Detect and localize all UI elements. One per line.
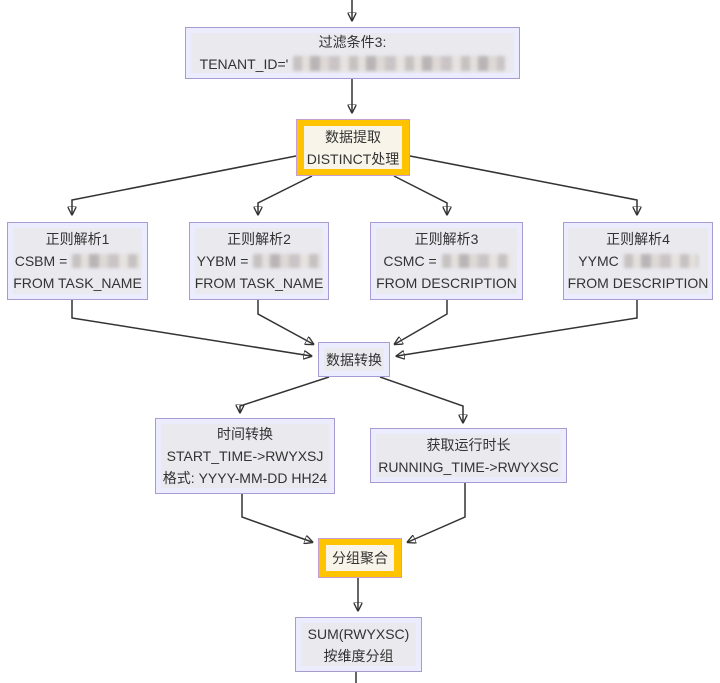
filter3-title: 过滤条件3: <box>318 34 387 50</box>
node-label: 正则解析3 CSMC = FROM DESCRIPTION <box>376 228 517 294</box>
edge-regex4-to-transform <box>397 300 638 356</box>
regex4-source: FROM DESCRIPTION <box>567 275 709 291</box>
edge-transform-to-duration <box>379 376 463 422</box>
node-get-running-duration: 获取运行时长 RUNNING_TIME->RWYXSC <box>370 428 567 483</box>
edge-regex2-to-transform <box>257 300 313 344</box>
duration-mapping: RUNNING_TIME->RWYXSC <box>378 458 559 475</box>
redacted-regex2-value <box>253 254 322 268</box>
redacted-regex4-value <box>623 254 698 268</box>
node-regex-parse-4: 正则解析4 YYMC FROM DESCRIPTION <box>563 222 713 300</box>
regex2-expr-prefix: YYBM = <box>196 253 249 269</box>
edge-duration-to-groupagg <box>408 483 466 542</box>
extract-title: 数据提取 <box>325 128 381 145</box>
redacted-regex3-value <box>441 254 510 268</box>
node-regex-parse-1: 正则解析1 CSBM = FROM TASK_NAME <box>7 222 148 300</box>
node-label: 正则解析2 YYBM = FROM TASK_NAME <box>194 228 324 294</box>
node-sum-by-dimension: SUM(RWYXSC) 按维度分组 <box>295 617 422 672</box>
regex2-expr: YYBM = <box>195 250 324 272</box>
edge-regex1-to-transform <box>71 300 311 356</box>
regex3-expr: CSMC = <box>376 250 517 272</box>
node-label: 正则解析4 YYMC FROM DESCRIPTION <box>567 228 709 294</box>
node-label: 正则解析1 CSBM = FROM TASK_NAME <box>13 228 142 294</box>
regex1-title: 正则解析1 <box>45 231 110 247</box>
node-label: 过滤条件3: TENANT_ID=' <box>191 33 514 73</box>
filter3-code-prefix: TENANT_ID=' <box>199 56 289 72</box>
regex2-source: FROM TASK_NAME <box>194 275 324 291</box>
regex3-expr-prefix: CSMC = <box>383 253 437 269</box>
regex2-title: 正则解析2 <box>227 231 291 247</box>
node-label: 时间转换 START_TIME->RWYXSJ 格式: YYYY-MM-DD H… <box>161 424 329 488</box>
filter3-code: TENANT_ID=' <box>191 53 514 75</box>
edge-extract-to-regex1 <box>72 155 297 214</box>
node-data-transform: 数据转换 <box>318 342 390 377</box>
sum-title: SUM(RWYXSC) <box>307 625 410 642</box>
redacted-tenant-id-value <box>293 56 506 71</box>
node-label: 数据提取 DISTINCT处理 <box>304 126 402 169</box>
node-label: 数据转换 <box>324 348 384 371</box>
regex1-source: FROM TASK_NAME <box>13 275 142 291</box>
node-label: 分组聚合 <box>326 545 394 571</box>
node-label: SUM(RWYXSC) 按维度分组 <box>301 623 416 666</box>
timeconv-mapping: START_TIME->RWYXSJ <box>166 448 324 464</box>
groupagg-title: 分组聚合 <box>332 550 388 566</box>
node-regex-parse-3: 正则解析3 CSMC = FROM DESCRIPTION <box>370 222 523 300</box>
edge-extract-to-regex3 <box>393 175 447 214</box>
sum-subtitle: 按维度分组 <box>323 647 394 664</box>
regex1-expr-prefix: CSBM = <box>14 253 68 269</box>
regex4-title: 正则解析4 <box>606 231 670 247</box>
regex1-expr: CSBM = <box>13 250 142 272</box>
edge-extract-to-regex4 <box>409 155 637 214</box>
regex3-title: 正则解析3 <box>414 231 479 247</box>
node-time-convert: 时间转换 START_TIME->RWYXSJ 格式: YYYY-MM-DD H… <box>155 418 335 494</box>
extract-subtitle: DISTINCT处理 <box>306 150 400 167</box>
regex3-source: FROM DESCRIPTION <box>376 275 517 291</box>
regex4-expr-prefix: YYMC <box>578 253 619 269</box>
node-data-extract: 数据提取 DISTINCT处理 <box>296 119 410 176</box>
edge-transform-to-timeconv <box>240 376 330 412</box>
edge-timeconv-to-groupagg <box>241 494 312 542</box>
timeconv-title: 时间转换 <box>217 426 273 442</box>
duration-title: 获取运行时长 <box>426 436 511 453</box>
node-filter-condition-3: 过滤条件3: TENANT_ID=' <box>185 27 520 79</box>
node-label: 获取运行时长 RUNNING_TIME->RWYXSC <box>376 434 561 477</box>
timeconv-format: 格式: YYYY-MM-DD HH24 <box>162 470 328 486</box>
transform-title: 数据转换 <box>326 351 382 368</box>
node-regex-parse-2: 正则解析2 YYBM = FROM TASK_NAME <box>189 222 329 300</box>
node-group-aggregate: 分组聚合 <box>318 538 402 578</box>
edge-extract-to-regex2 <box>258 175 313 214</box>
edge-regex3-to-transform <box>395 300 448 344</box>
redacted-regex1-value <box>72 254 141 268</box>
regex4-expr: YYMC <box>568 250 709 272</box>
